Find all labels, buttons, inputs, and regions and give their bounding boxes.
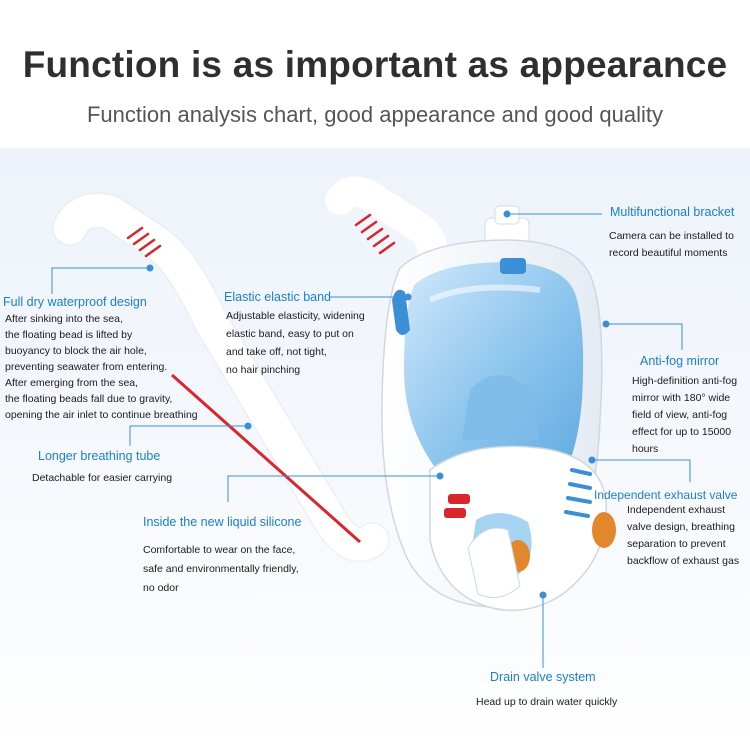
band-buckle bbox=[500, 258, 526, 274]
elastic-band-strap bbox=[392, 289, 410, 335]
page-subtitle: Function analysis chart, good appearance… bbox=[86, 102, 664, 127]
right-snorkel-tube bbox=[325, 176, 448, 277]
feature-bracket-desc: Camera can be installed to record beauti… bbox=[609, 230, 734, 259]
feature-dry-title: Full dry waterproof design bbox=[3, 295, 147, 309]
feature-silicone-desc: Comfortable to wear on the face, safe an… bbox=[143, 544, 299, 594]
header-band bbox=[0, 0, 750, 148]
feature-band-title: Elastic elastic band bbox=[224, 290, 332, 304]
callout-dots bbox=[146, 210, 610, 599]
feature-antifog-title: Anti-fog mirror bbox=[640, 354, 720, 368]
feature-bracket-title: Multifunctional bracket bbox=[610, 205, 735, 219]
feature-drain-desc: Head up to drain water quickly bbox=[476, 696, 618, 708]
feature-band-desc: Adjustable elasticity, widening elastic … bbox=[226, 310, 365, 376]
page-title: Function is as important as appearance bbox=[22, 44, 728, 85]
feature-dry-desc: After sinking into the sea, the floating… bbox=[5, 313, 198, 421]
callout-lines bbox=[51, 213, 691, 668]
feature-antifog-desc: High-definition anti-fog mirror with 180… bbox=[632, 375, 738, 455]
feature-exhaust-title: Independent exhaust valve bbox=[594, 488, 738, 502]
feature-tube-desc: Detachable for easier carrying bbox=[32, 472, 173, 484]
product-stage bbox=[0, 148, 750, 750]
feature-drain-title: Drain valve system bbox=[490, 670, 596, 684]
right-exhaust-valve bbox=[592, 512, 616, 548]
left-snorkel-tube bbox=[52, 192, 390, 563]
feature-exhaust-desc: Independent exhaust valve design, breath… bbox=[627, 504, 740, 567]
feature-tube-title: Longer breathing tube bbox=[38, 449, 161, 463]
feature-silicone-title: Inside the new liquid silicone bbox=[143, 515, 302, 529]
